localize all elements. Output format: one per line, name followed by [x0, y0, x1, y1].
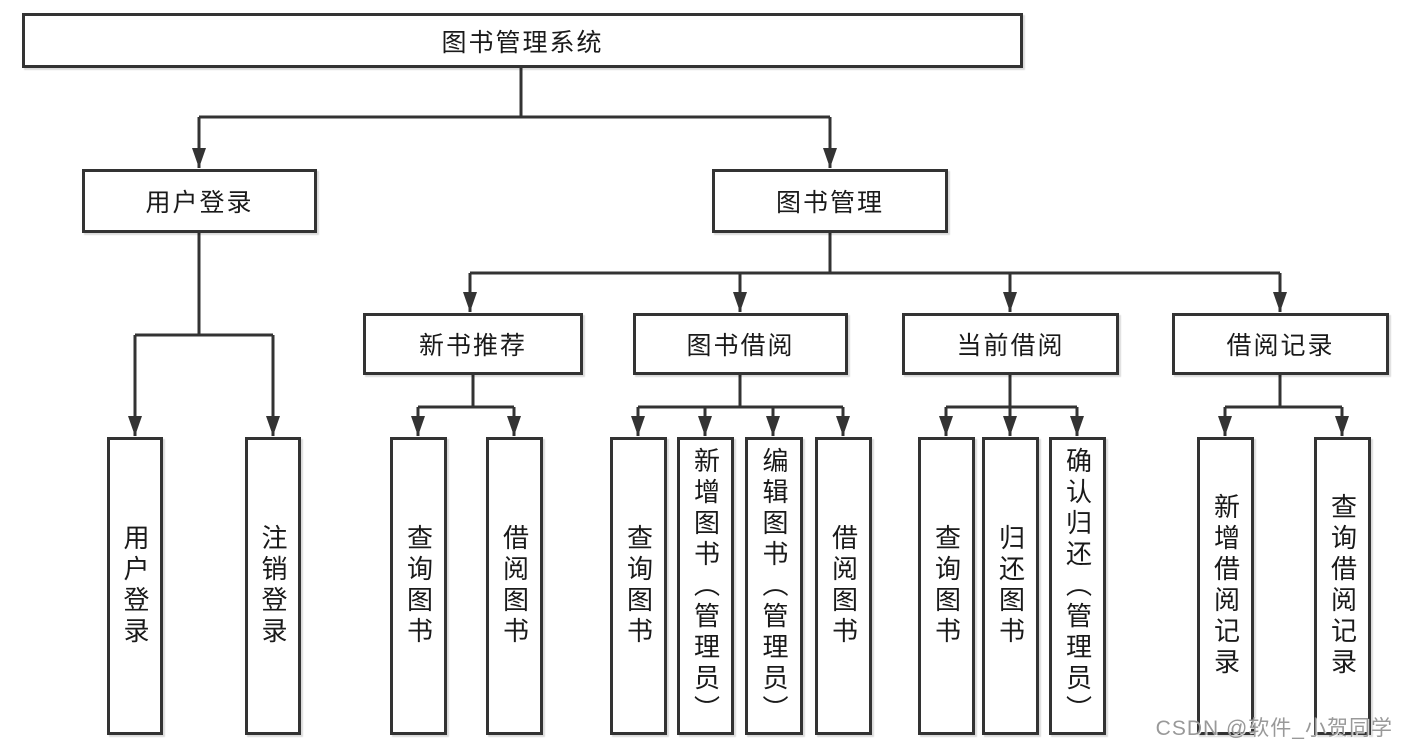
node-book-management-label: 图书管理 — [775, 189, 884, 217]
node-book-borrowing-label: 图书借阅 — [686, 332, 795, 360]
leaf-user-login-label: 用户登录 — [120, 524, 150, 648]
leaf-add-book-admin: 新增图书（管理员） — [677, 437, 734, 735]
leaf-borrow-books-recommend: 借阅图书 — [486, 437, 543, 735]
node-current-borrowing: 当前借阅 — [902, 313, 1119, 375]
node-current-borrowing-label: 当前借阅 — [956, 332, 1065, 360]
node-new-book-recommend: 新书推荐 — [363, 313, 583, 375]
leaf-query-books-recommend-label: 查询图书 — [403, 524, 434, 648]
leaf-query-books-borrow: 查询图书 — [610, 437, 667, 735]
leaf-query-borrow-record: 查询借阅记录 — [1314, 437, 1371, 735]
node-borrowing-records-label: 借阅记录 — [1226, 332, 1335, 360]
leaf-edit-book-admin-label: 编辑图书（管理员） — [759, 446, 789, 726]
leaf-query-books-borrow-label: 查询图书 — [623, 524, 654, 648]
leaf-add-borrow-record: 新增借阅记录 — [1197, 437, 1254, 735]
leaf-borrow-books-recommend-label: 借阅图书 — [499, 524, 530, 648]
leaf-confirm-return-admin-label: 确认归还（管理员） — [1062, 446, 1093, 726]
leaf-return-book-label: 归还图书 — [995, 524, 1026, 648]
leaf-borrow-books-label: 借阅图书 — [828, 524, 859, 648]
leaf-user-login: 用户登录 — [107, 437, 163, 735]
node-new-book-recommend-label: 新书推荐 — [418, 332, 527, 360]
leaf-query-books-recommend: 查询图书 — [390, 437, 447, 735]
leaf-confirm-return-admin: 确认归还（管理员） — [1049, 437, 1106, 735]
leaf-borrow-books: 借阅图书 — [815, 437, 872, 735]
leaf-add-borrow-record-label: 新增借阅记录 — [1210, 493, 1241, 679]
leaf-query-books-current: 查询图书 — [918, 437, 975, 735]
leaf-logout: 注销登录 — [245, 437, 301, 735]
node-borrowing-records: 借阅记录 — [1172, 313, 1389, 375]
leaf-return-book: 归还图书 — [982, 437, 1039, 735]
watermark-csdn: CSDN @软件_小贺同学 — [1155, 717, 1393, 740]
leaf-logout-label: 注销登录 — [258, 524, 288, 648]
node-library-system: 图书管理系统 — [22, 13, 1023, 68]
leaf-query-books-current-label: 查询图书 — [931, 524, 962, 648]
node-library-system-label: 图书管理系统 — [441, 28, 604, 57]
node-book-borrowing: 图书借阅 — [633, 313, 848, 375]
node-user-login-label: 用户登录 — [145, 189, 254, 217]
leaf-edit-book-admin: 编辑图书（管理员） — [745, 437, 803, 735]
node-user-login: 用户登录 — [82, 169, 317, 233]
leaf-query-borrow-record-label: 查询借阅记录 — [1327, 493, 1358, 679]
node-book-management: 图书管理 — [712, 169, 948, 233]
leaf-add-book-admin-label: 新增图书（管理员） — [690, 446, 721, 726]
